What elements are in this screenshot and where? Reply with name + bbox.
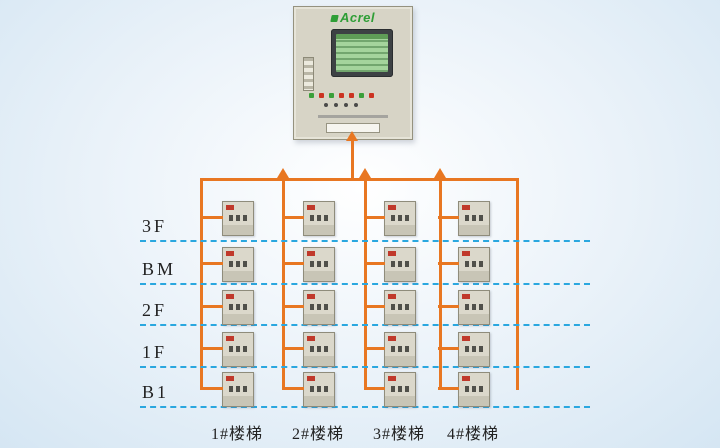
module-device [438,290,490,325]
arrow-up-icon [434,168,446,178]
red-indicator [319,93,324,98]
module-device [364,290,416,325]
floor-label-3F: 3F [142,216,168,236]
module-indicator [307,376,315,381]
module-device [364,201,416,236]
module-device [283,332,335,367]
red-indicator [369,93,374,98]
cabinet-riser-wire [351,141,354,178]
module-indicator [226,336,234,341]
module-device [283,372,335,407]
module-indicator [462,336,470,341]
stair-label-2: 2#楼梯 [291,426,344,443]
module-device [364,372,416,407]
stair-label-1: 1#楼梯 [210,426,263,443]
key-button [354,103,358,107]
module-indicator [307,251,315,256]
module-indicator [462,205,470,210]
module-device [364,247,416,282]
floor-label-BM: BM [142,259,177,279]
green-indicator [329,93,334,98]
floor-label-2F: 2F [142,300,168,320]
module-indicator [307,294,315,299]
side-gauge [303,57,314,91]
arrow-to-cabinet-icon [346,131,358,141]
module-device [438,372,490,407]
module-device [202,247,254,282]
green-indicator [359,93,364,98]
module-indicator [388,205,396,210]
red-indicator [349,93,354,98]
module-indicator [388,251,396,256]
cabinet-screen [331,29,393,77]
module-device [202,201,254,236]
module-indicator [388,336,396,341]
module-device [283,201,335,236]
module-device [202,372,254,407]
module-device [202,332,254,367]
brand-area: Acrel [294,10,412,25]
floor-dashline-B1 [140,406,590,408]
floor-dashline-BM [140,283,590,285]
module-indicator [388,294,396,299]
acrel-logo-icon [330,15,339,22]
module-indicator [462,294,470,299]
key-button [344,103,348,107]
module-indicator [307,205,315,210]
stair-label-4: 4#楼梯 [446,426,499,443]
arrow-up-icon [359,168,371,178]
key-button-row [324,103,358,107]
floor-dashline-3F [140,240,590,242]
floor-dashline-1F [140,366,590,368]
indicator-button-row [309,93,374,98]
green-indicator [309,93,314,98]
lcd-display [336,34,388,72]
key-button [324,103,328,107]
module-indicator [226,251,234,256]
module-indicator [462,376,470,381]
arrow-up-icon [277,168,289,178]
module-indicator [226,294,234,299]
floor-dashline-2F [140,324,590,326]
module-device [364,332,416,367]
key-button [334,103,338,107]
module-device [438,332,490,367]
module-indicator [226,205,234,210]
stair-label-3: 3#楼梯 [372,426,425,443]
monitor-cabinet: Acrel [293,6,413,140]
red-indicator [339,93,344,98]
module-indicator [462,251,470,256]
module-indicator [226,376,234,381]
module-device [283,247,335,282]
floor-label-1F: 1F [142,342,168,362]
module-indicator [307,336,315,341]
brand-text: Acrel [339,10,376,25]
module-indicator [388,376,396,381]
module-device [283,290,335,325]
module-device [438,247,490,282]
module-device [438,201,490,236]
cabinet-caption [318,115,388,118]
floor-label-B1: B1 [142,382,170,402]
trunk-wire [200,178,519,181]
module-device [202,290,254,325]
